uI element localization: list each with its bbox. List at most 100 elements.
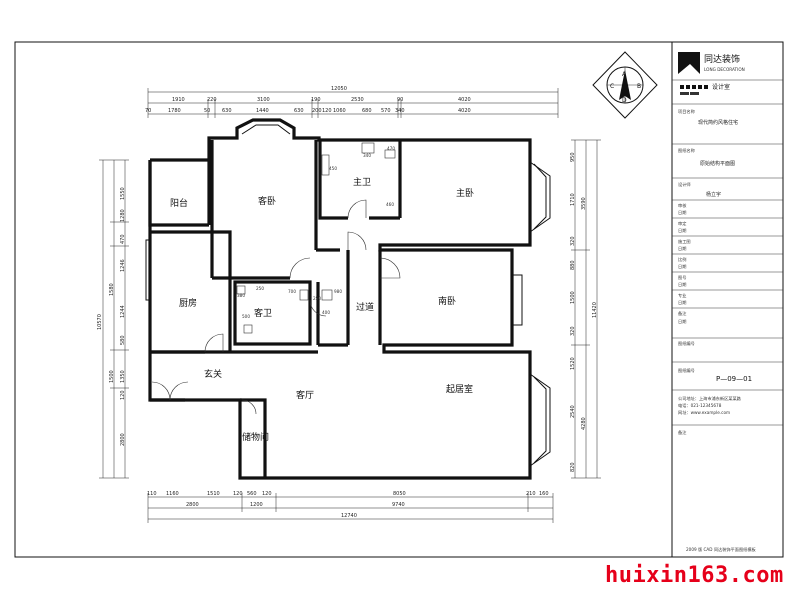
dim-top-r2-2: 1780 xyxy=(168,108,181,114)
drawing-name-label: 图纸名称 xyxy=(678,147,695,154)
dim-top-total: 12050 xyxy=(331,86,347,92)
room-balcony: 阳台 xyxy=(170,197,188,209)
dim-right-6: 1500 xyxy=(570,291,576,304)
field-5-label: 专业 xyxy=(678,292,686,299)
compass-c: C xyxy=(610,83,614,90)
dim-bot-2: 1160 xyxy=(166,491,179,497)
dim-left-6: 1244 xyxy=(120,305,126,318)
drawing-frame xyxy=(14,41,784,558)
sdim-9: 250 xyxy=(313,296,321,301)
sdim-8: 700 xyxy=(288,289,296,294)
project-label: 项目名称 xyxy=(678,108,695,115)
dim-left-7: 580 xyxy=(120,335,126,345)
dim-top-1: 1910 xyxy=(172,97,185,103)
dim-top-5: 2530 xyxy=(351,97,364,103)
dim-top-r2-4: 630 xyxy=(222,108,232,114)
field-1-label: 审定 xyxy=(678,220,686,227)
room-kitchen: 厨房 xyxy=(179,297,197,309)
dim-top-6: 90 xyxy=(397,97,403,103)
dim-bot-6: 120 xyxy=(262,491,272,497)
room-sec-bedroom: 客卧 xyxy=(258,195,276,207)
field-3-value: 日期 xyxy=(678,264,686,270)
company-name-cn: 同达装饰 xyxy=(704,53,740,65)
sdim-5: 380 xyxy=(237,293,245,298)
dim-left-10: 120 xyxy=(120,390,126,400)
room-storage: 储物间 xyxy=(242,431,269,443)
dim-bot-8: 210 xyxy=(526,491,536,497)
dim-right-5: 880 xyxy=(570,260,576,270)
field-5-value: 日期 xyxy=(678,300,686,306)
title-block-frame xyxy=(671,41,784,558)
dim-right-7: 320 xyxy=(570,326,576,336)
room-living: 起居室 xyxy=(446,383,473,395)
field-4-value: 日期 xyxy=(678,282,686,288)
dim-right-8: 1520 xyxy=(570,357,576,370)
dim-top-r2-10: 680 xyxy=(362,108,372,114)
dim-bot-3: 1510 xyxy=(207,491,220,497)
dim-top-r2-9: 1060 xyxy=(333,108,346,114)
company-name-en: LONG DECORATION xyxy=(704,67,745,72)
dim-top-r2-5: 1440 xyxy=(256,108,269,114)
note-line-1: 公司地址：上海市浦东新区某某路 xyxy=(678,395,742,402)
compass-a: A xyxy=(622,71,627,78)
field-6-value: 日期 xyxy=(678,319,686,325)
dim-bot-9: 160 xyxy=(539,491,549,497)
dim-left-8: 1350 xyxy=(120,370,126,383)
sheet-number-label-2: 图纸编号 xyxy=(678,367,695,374)
dim-bot-7: 8050 xyxy=(393,491,406,497)
dim-right-9: 2540 xyxy=(570,405,576,418)
sdim-1: 340 xyxy=(363,153,371,158)
dim-top-r2-6: 630 xyxy=(294,108,304,114)
dim-bot-5: 560 xyxy=(247,491,257,497)
field-6-label: 备注 xyxy=(678,310,687,317)
dim-right-total: 11420 xyxy=(592,302,598,318)
dim-left-2: 1280 xyxy=(120,209,126,222)
compass-rose: A B C D xyxy=(592,51,658,119)
top-dimensions: 12050 1910 220 3100 190 2530 90 4020 70 … xyxy=(145,86,559,118)
dim-top-r2-11: 570 xyxy=(381,108,391,114)
title-block: 同达装饰 LONG DECORATION 设计室 项目名称 现代简约风格住宅 图… xyxy=(672,52,783,553)
checker-value: 日期 xyxy=(678,210,686,216)
dim-right-1: 950 xyxy=(570,152,576,162)
sdim-10: 980 xyxy=(334,289,342,294)
dim-bot-total: 12740 xyxy=(341,513,357,519)
room-master-bath: 主卫 xyxy=(353,176,371,188)
drawing-name-value: 原始结构平面图 xyxy=(700,160,735,167)
sdim-7: 500 xyxy=(242,314,250,319)
dim-right-4: 3590 xyxy=(581,197,587,210)
remark-label: 备注 xyxy=(678,429,687,436)
room-guest-bath: 客卫 xyxy=(254,307,272,319)
dim-left-3: 470 xyxy=(120,234,126,244)
dim-bot-r2-1: 2800 xyxy=(186,502,199,508)
sheet-number-value: P—09—01 xyxy=(716,375,752,383)
room-labels: 客卧 主卫 主卧 阳台 厨房 客卫 过道 南卧 玄关 客厅 起居室 储物间 xyxy=(170,176,474,443)
dim-right-2: 1710 xyxy=(570,193,576,206)
dim-top-r2-3: 50 xyxy=(204,108,210,114)
sheet-number-label: 图纸编号 xyxy=(678,340,695,347)
dim-left-11: 2800 xyxy=(120,433,126,446)
watermark-text: huixin163.com xyxy=(605,563,784,588)
room-corridor: 过道 xyxy=(356,301,374,313)
small-dimensions: 340 470 450 460 380 250 500 700 250 980 … xyxy=(237,146,395,319)
dim-bot-4: 120 xyxy=(233,491,243,497)
compass-d: D xyxy=(622,97,627,104)
dim-top-r2-12: 340 xyxy=(395,108,405,114)
door-swings xyxy=(151,142,401,415)
dim-bot-1: 110 xyxy=(147,491,157,497)
note-line-2: 电话：021-12345678 xyxy=(678,402,722,409)
sdim-2: 470 xyxy=(387,146,395,151)
sdim-6: 250 xyxy=(256,286,264,291)
field-1-value: 日期 xyxy=(678,228,686,234)
dim-left-total: 10570 xyxy=(97,314,103,330)
room-entry: 玄关 xyxy=(204,368,222,380)
designer-field-label: 设计师 xyxy=(678,181,691,188)
dim-left-9: 1500 xyxy=(109,370,115,383)
designer-field-value: 杨立宇 xyxy=(706,191,721,198)
sdim-11: 400 xyxy=(322,310,330,315)
right-dimensions: 950 1710 320 3590 880 1500 320 1520 2540… xyxy=(570,139,601,479)
dim-top-4: 190 xyxy=(311,97,321,103)
dim-bot-r2-2: 1200 xyxy=(250,502,263,508)
dim-top-r2-13: 4020 xyxy=(458,108,471,114)
field-2-label: 施工图 xyxy=(678,238,691,245)
bottom-dimensions: 110 1160 1510 120 560 120 8050 210 160 2… xyxy=(147,491,554,523)
